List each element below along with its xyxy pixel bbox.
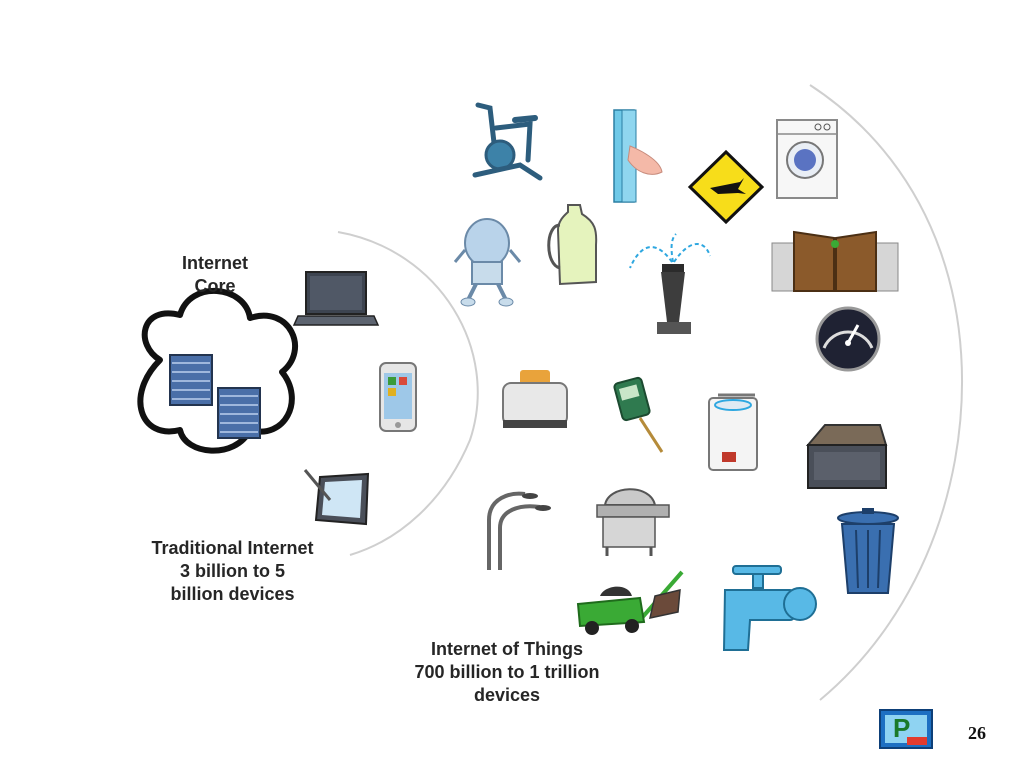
dumpster-icon (805, 424, 888, 489)
gate-icon (771, 230, 899, 292)
keypad-icon (613, 109, 663, 203)
exercise-bike-icon (472, 102, 543, 181)
server-rack-icon (169, 354, 261, 439)
internet-core-label: Internet Core (165, 252, 265, 298)
water-faucet-icon (722, 565, 817, 651)
logo-letter: P (893, 713, 911, 743)
page-number: 26 (968, 723, 986, 743)
traditional-internet-arc (337, 231, 479, 556)
street-lamp-icon (487, 491, 551, 570)
core-label-line1: Internet (181, 253, 248, 273)
traditional-label-line1: Traditional Internet (151, 538, 314, 558)
milk-jug-icon (547, 204, 598, 286)
traditional-label-line3: billion devices (170, 584, 295, 604)
trash-can-icon (837, 508, 899, 594)
iot-label-line2: 700 billion to 1 trillion (414, 662, 600, 682)
iot-label-line3: devices (473, 685, 541, 705)
warning-sign-icon (687, 149, 765, 225)
iot-arc (809, 84, 964, 701)
iot-label-line1: Internet of Things (431, 639, 583, 659)
grill-icon (596, 488, 670, 556)
iot-label: Internet of Things 700 billion to 1 tril… (382, 638, 632, 707)
sprinkler-icon (629, 233, 711, 334)
robot-icon (453, 218, 522, 307)
lawn-mower-icon (576, 570, 684, 635)
tablet-icon (303, 469, 370, 526)
toaster-icon (502, 370, 568, 428)
gauge-icon (815, 306, 881, 372)
water-heater-icon (708, 393, 758, 471)
smartphone-icon (379, 362, 417, 432)
laptop-icon (292, 271, 380, 326)
presentation-logo: P (879, 709, 933, 749)
soil-sensor-icon (613, 376, 664, 453)
traditional-label-line2: 3 billion to 5 (179, 561, 285, 581)
core-label-line2: Core (194, 276, 236, 296)
washing-machine-icon (776, 119, 838, 199)
traditional-internet-label: Traditional Internet 3 billion to 5 bill… (130, 537, 335, 606)
